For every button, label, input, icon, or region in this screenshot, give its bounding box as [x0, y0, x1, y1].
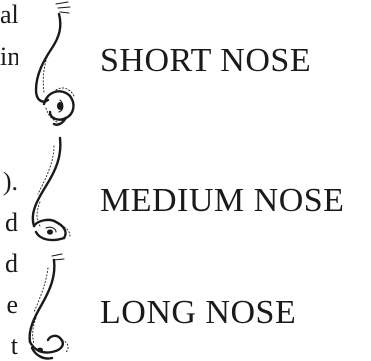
short-nose-icon — [26, 0, 98, 130]
text-fragment: in — [0, 42, 18, 72]
medium-nose-icon — [22, 136, 94, 248]
text-fragment: al — [0, 0, 18, 30]
medium-nose-label: MEDIUM NOSE — [100, 182, 344, 220]
long-nose-label: LONG NOSE — [100, 294, 296, 332]
short-nose-label: SHORT NOSE — [100, 42, 311, 80]
text-fragment: e — [0, 290, 18, 320]
text-fragment: d — [0, 249, 18, 279]
text-fragment: ). — [0, 167, 18, 197]
long-nose-icon — [18, 254, 90, 360]
text-fragment: d — [0, 208, 18, 238]
text-fragment: t — [0, 331, 18, 361]
